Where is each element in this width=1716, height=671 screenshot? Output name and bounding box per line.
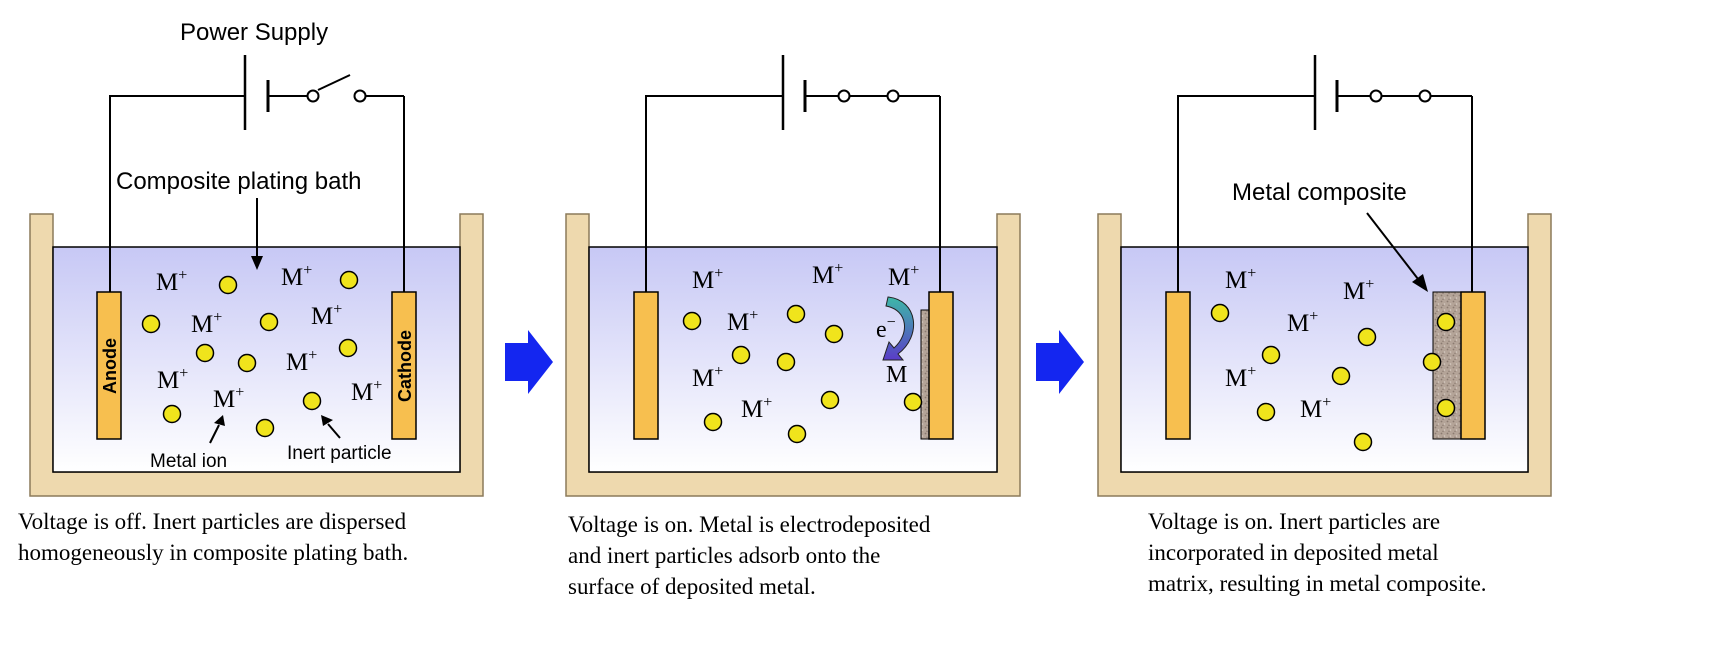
bath-label: Composite plating bath xyxy=(116,168,361,195)
caption-3-line-3: matrix, resulting in metal composite. xyxy=(1148,571,1487,596)
inert-particle-incorporated xyxy=(1436,398,1456,418)
metal-ion-pointer xyxy=(214,415,225,426)
cathode-label: Cathode xyxy=(395,330,415,402)
switch-contact xyxy=(353,89,367,103)
metal-ions-3: M+ M+ M+ M+ M+ xyxy=(1225,265,1374,423)
metal-ion: M+ xyxy=(812,260,843,289)
metal-ion: M+ xyxy=(351,377,382,406)
inert-particle xyxy=(820,390,840,410)
inert-particle-pointer xyxy=(321,415,333,426)
inert-particle xyxy=(1357,327,1377,347)
switch-open xyxy=(317,74,351,91)
metal-ion: M+ xyxy=(741,394,772,423)
inert-particles-2 xyxy=(682,304,923,444)
inert-particle xyxy=(338,338,358,358)
inert-particle xyxy=(787,424,807,444)
anode xyxy=(633,291,659,440)
metal-ions-2: M+ M+ M+ M+ M+ M+ xyxy=(692,260,919,423)
inert-particle xyxy=(1256,402,1276,422)
inert-particle-incorporated xyxy=(1436,312,1456,332)
caption-2-line-1: Voltage is on. Metal is electrodeposited xyxy=(568,512,931,537)
metal-ion: M+ xyxy=(1225,363,1256,392)
switch-contact xyxy=(1418,89,1432,103)
caption-2-line-3: surface of deposited metal. xyxy=(568,574,816,599)
inert-particle xyxy=(682,311,702,331)
inert-particle xyxy=(195,343,215,363)
metal-ion: M+ xyxy=(156,267,187,296)
metal-ion: M+ xyxy=(692,363,723,392)
caption-1-line-2: homogeneously in composite plating bath. xyxy=(18,540,408,565)
metal-ion: M+ xyxy=(157,365,188,394)
inert-particle xyxy=(162,404,182,424)
inert-particle xyxy=(141,314,161,334)
metal-ion-label: Metal ion xyxy=(150,451,227,472)
inert-particle xyxy=(824,324,844,344)
caption-2-line-2: and inert particles adsorb onto the xyxy=(568,543,880,568)
switch-contact xyxy=(306,89,320,103)
panel-1: Anode Cathode Power Supply Composite pla… xyxy=(18,19,484,565)
inert-particle xyxy=(776,352,796,372)
inert-particle xyxy=(237,353,257,373)
inert-particle xyxy=(1210,303,1230,323)
deposited-metal-symbol: M xyxy=(886,362,907,388)
inert-particle xyxy=(703,412,723,432)
inert-particle xyxy=(218,275,238,295)
electron-transfer-arrow xyxy=(882,296,914,361)
inert-particle xyxy=(302,391,322,411)
flow-arrow xyxy=(1036,330,1084,394)
deposited-metal-layer xyxy=(920,309,930,440)
caption-1-line-1: Voltage is off. Inert particles are disp… xyxy=(18,509,407,534)
circuit-3 xyxy=(1177,55,1473,296)
metal-composite-pointer xyxy=(1412,274,1428,292)
flow-arrow xyxy=(505,330,553,394)
metal-ion: M+ xyxy=(191,309,222,338)
anode-label: Anode xyxy=(100,338,120,394)
panel-3: Metal composite M+ M+ M+ M+ M+ Voltage i… xyxy=(1097,55,1552,596)
metal-ion: M+ xyxy=(281,262,312,291)
electron-symbol: e− xyxy=(876,314,896,343)
circuit-1 xyxy=(109,55,405,296)
metal-composite-label: Metal composite xyxy=(1232,179,1407,206)
anode xyxy=(96,291,122,440)
inert-particle-label: Inert particle xyxy=(287,443,392,464)
switch-contact xyxy=(837,89,851,103)
anode xyxy=(1165,291,1191,440)
metal-ion: M+ xyxy=(727,307,758,336)
inert-particle-adsorbed xyxy=(903,392,923,412)
metal-ion: M+ xyxy=(888,262,919,291)
metal-ion: M+ xyxy=(1287,308,1318,337)
inert-particle-incorporated xyxy=(1422,352,1442,372)
metal-ion: M+ xyxy=(286,347,317,376)
metal-ion: M+ xyxy=(692,265,723,294)
inert-particles-3 xyxy=(1210,303,1456,452)
cathode xyxy=(928,291,954,440)
inert-particle xyxy=(731,345,751,365)
inert-particle xyxy=(1331,366,1351,386)
metal-ion: M+ xyxy=(1300,394,1331,423)
cathode xyxy=(391,291,417,440)
metal-ion: M+ xyxy=(1225,265,1256,294)
switch-contact xyxy=(886,89,900,103)
inert-particle xyxy=(1261,345,1281,365)
bath-pointer-arrow xyxy=(251,256,263,270)
inert-particle xyxy=(339,270,359,290)
caption-3-line-1: Voltage is on. Inert particles are xyxy=(1148,509,1440,534)
inert-particle xyxy=(255,418,275,438)
metal-ions-1: M+ M+ M+ M+ M+ M+ M+ M+ xyxy=(156,262,382,413)
panel-2: M+ M+ M+ M+ M+ M+ e− M Voltage is on. Me… xyxy=(565,55,1021,599)
caption-3-line-2: incorporated in deposited metal xyxy=(1148,540,1439,565)
inert-particles-1 xyxy=(141,270,359,438)
metal-ion: M+ xyxy=(311,301,342,330)
switch-contact xyxy=(1369,89,1383,103)
inert-particle xyxy=(1353,432,1373,452)
inert-particle xyxy=(786,304,806,324)
metal-ion: M+ xyxy=(213,384,244,413)
power-supply-label: Power Supply xyxy=(180,19,328,46)
cathode xyxy=(1460,291,1486,440)
inert-particle xyxy=(259,312,279,332)
metal-ion: M+ xyxy=(1343,276,1374,305)
